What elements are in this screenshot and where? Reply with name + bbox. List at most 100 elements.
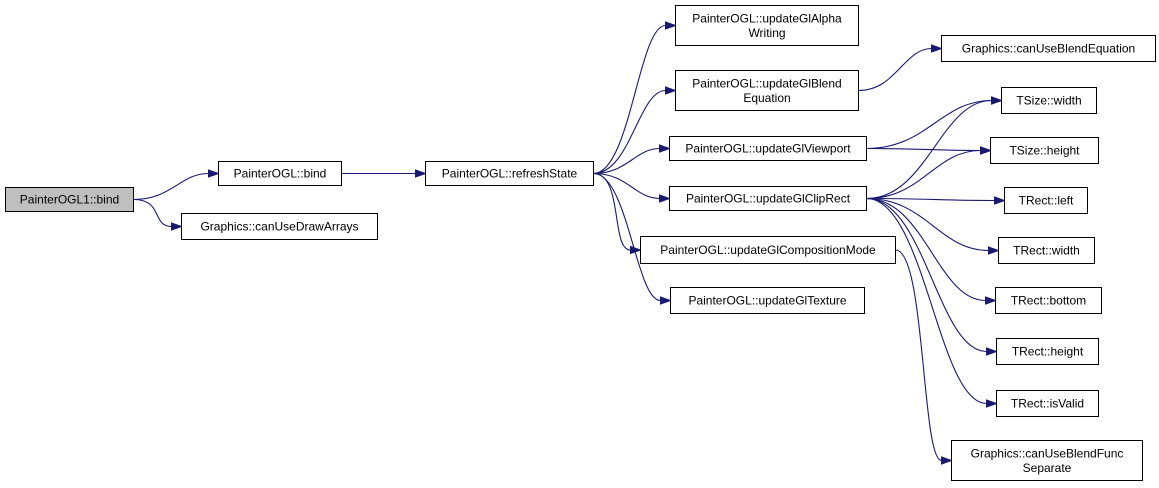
node-box bbox=[669, 186, 867, 211]
node-trect-bottom[interactable]: TRect::bottom bbox=[995, 287, 1102, 314]
edge-painterogl-refreshstate-to-painterogl-updategltexture bbox=[593, 172, 672, 305]
node-painterogl-refreshstate[interactable]: PainterOGL::refreshState bbox=[425, 161, 594, 186]
arrow-head-icon bbox=[660, 296, 672, 305]
node-box bbox=[218, 161, 342, 186]
node-box bbox=[5, 187, 134, 212]
arrow-head-icon bbox=[665, 21, 677, 30]
edge-line bbox=[866, 197, 986, 302]
node-painterogl-updateglviewport[interactable]: PainterOGL::updateGlViewport bbox=[669, 136, 867, 161]
arrow-head-icon bbox=[659, 144, 671, 153]
node-box bbox=[951, 440, 1143, 481]
edge-painterogl-updateglblendequation-to-graphics-canuseblendequation bbox=[858, 44, 943, 92]
edge-line bbox=[866, 147, 981, 152]
edge-line bbox=[866, 197, 987, 353]
node-label: Separate bbox=[1023, 461, 1072, 475]
edge-line bbox=[593, 172, 631, 251]
node-trect-width[interactable]: TRect::width bbox=[998, 237, 1095, 264]
edge-painterogl1-bind-to-graphics-canusedrawarrays bbox=[133, 198, 183, 231]
edge-painterogl-refreshstate-to-painterogl-updateglcompositionmode bbox=[593, 172, 642, 255]
edge-line bbox=[866, 197, 995, 202]
node-label: PainterOGL::updateGlTexture bbox=[688, 294, 846, 308]
node-trect-height[interactable]: TRect::height bbox=[996, 338, 1099, 365]
edge-painterogl-refreshstate-to-painterogl-updateglblendequation bbox=[593, 86, 677, 175]
node-label: Graphics::canUseDrawArrays bbox=[200, 220, 358, 234]
arrow-head-icon bbox=[208, 169, 220, 178]
node-box bbox=[425, 161, 594, 186]
edge-painterogl-updateglcliprect-to-tsize-height bbox=[866, 146, 992, 200]
node-tsize-height[interactable]: TSize::height bbox=[990, 137, 1099, 164]
edge-line bbox=[866, 197, 989, 252]
edges-layer bbox=[133, 21, 1006, 465]
node-label: PainterOGL::refreshState bbox=[442, 167, 578, 181]
node-label: PainterOGL1::bind bbox=[20, 193, 119, 207]
arrow-head-icon bbox=[415, 169, 427, 178]
node-label: TRect::width bbox=[1013, 244, 1080, 258]
node-box bbox=[1004, 187, 1088, 214]
arrow-head-icon bbox=[986, 347, 998, 356]
edge-painterogl-refreshstate-to-painterogl-updateglcliprect bbox=[593, 172, 671, 203]
edge-line bbox=[866, 197, 987, 405]
node-box bbox=[669, 136, 867, 161]
node-trect-isvalid[interactable]: TRect::isValid bbox=[996, 390, 1099, 417]
arrow-head-icon bbox=[665, 86, 677, 95]
node-graphics-canuseblendequation[interactable]: Graphics::canUseBlendEquation bbox=[941, 35, 1156, 62]
node-label: PainterOGL::updateGlClipRect bbox=[686, 192, 851, 206]
node-label: PainterOGL::updateGlAlpha bbox=[692, 11, 842, 25]
arrow-head-icon bbox=[986, 399, 998, 408]
edge-painterogl-updateglcompositionmode-to-graphics-canuseblendfuncseparate bbox=[895, 249, 953, 465]
node-label: PainterOGL::updateGlViewport bbox=[685, 142, 851, 156]
node-label: PainterOGL::updateGlBlend bbox=[692, 76, 841, 90]
edge-line bbox=[866, 99, 992, 200]
node-label: Equation bbox=[743, 91, 790, 105]
arrow-head-icon bbox=[171, 222, 183, 231]
edge-painterogl-bind-to-painterogl-refreshstate bbox=[341, 169, 427, 178]
arrow-head-icon bbox=[980, 146, 992, 155]
node-painterogl-updateglcliprect[interactable]: PainterOGL::updateGlClipRect bbox=[669, 186, 867, 211]
node-label: TRect::left bbox=[1019, 194, 1074, 208]
edge-painterogl-updateglviewport-to-tsize-height bbox=[866, 146, 992, 155]
node-box bbox=[675, 70, 859, 111]
node-box bbox=[181, 213, 378, 240]
edge-line bbox=[593, 172, 661, 302]
node-trect-left[interactable]: TRect::left bbox=[1004, 187, 1088, 214]
node-box bbox=[670, 287, 865, 314]
node-box bbox=[995, 287, 1102, 314]
node-box bbox=[990, 137, 1099, 164]
node-painterogl-bind[interactable]: PainterOGL::bind bbox=[218, 161, 342, 186]
node-painterogl-updategltexture[interactable]: PainterOGL::updateGlTexture bbox=[670, 287, 865, 314]
edge-painterogl-updateglcliprect-to-trect-height bbox=[866, 197, 998, 356]
node-label: TRect::isValid bbox=[1011, 397, 1084, 411]
node-label: PainterOGL::updateGlCompositionMode bbox=[660, 243, 876, 257]
node-label: Graphics::canUseBlendFunc bbox=[971, 446, 1124, 460]
edge-painterogl-refreshstate-to-painterogl-updateglviewport bbox=[593, 144, 671, 175]
edge-line bbox=[133, 198, 172, 228]
node-painterogl1-bind[interactable]: PainterOGL1::bind bbox=[5, 187, 134, 212]
node-label: Writing bbox=[748, 26, 785, 40]
edge-painterogl-updateglcliprect-to-trect-isvalid bbox=[866, 197, 998, 408]
node-label: TRect::bottom bbox=[1011, 294, 1086, 308]
node-graphics-canusedrawarrays[interactable]: Graphics::canUseDrawArrays bbox=[181, 213, 378, 240]
node-box bbox=[1001, 87, 1097, 114]
arrow-head-icon bbox=[659, 194, 671, 203]
node-label: TSize::width bbox=[1016, 94, 1081, 108]
edge-line bbox=[866, 149, 981, 200]
edge-painterogl1-bind-to-painterogl-bind bbox=[133, 169, 220, 201]
node-label: TSize::height bbox=[1009, 144, 1080, 158]
edge-line bbox=[895, 249, 942, 462]
arrow-head-icon bbox=[991, 96, 1003, 105]
edge-painterogl-updateglcliprect-to-trect-bottom bbox=[866, 197, 997, 305]
node-box bbox=[998, 237, 1095, 264]
edge-line bbox=[593, 147, 660, 175]
nodes-layer: PainterOGL1::bindPainterOGL::bindGraphic… bbox=[5, 5, 1156, 481]
node-label: TRect::height bbox=[1012, 345, 1084, 359]
edge-painterogl-updateglcliprect-to-trect-width bbox=[866, 197, 1000, 255]
node-box bbox=[996, 390, 1099, 417]
node-tsize-width[interactable]: TSize::width bbox=[1001, 87, 1097, 114]
edge-line bbox=[593, 172, 660, 200]
node-painterogl-updateglcompositionmode[interactable]: PainterOGL::updateGlCompositionMode bbox=[640, 236, 896, 264]
node-box bbox=[640, 236, 896, 264]
edge-painterogl-updateglcliprect-to-trect-left bbox=[866, 196, 1006, 205]
